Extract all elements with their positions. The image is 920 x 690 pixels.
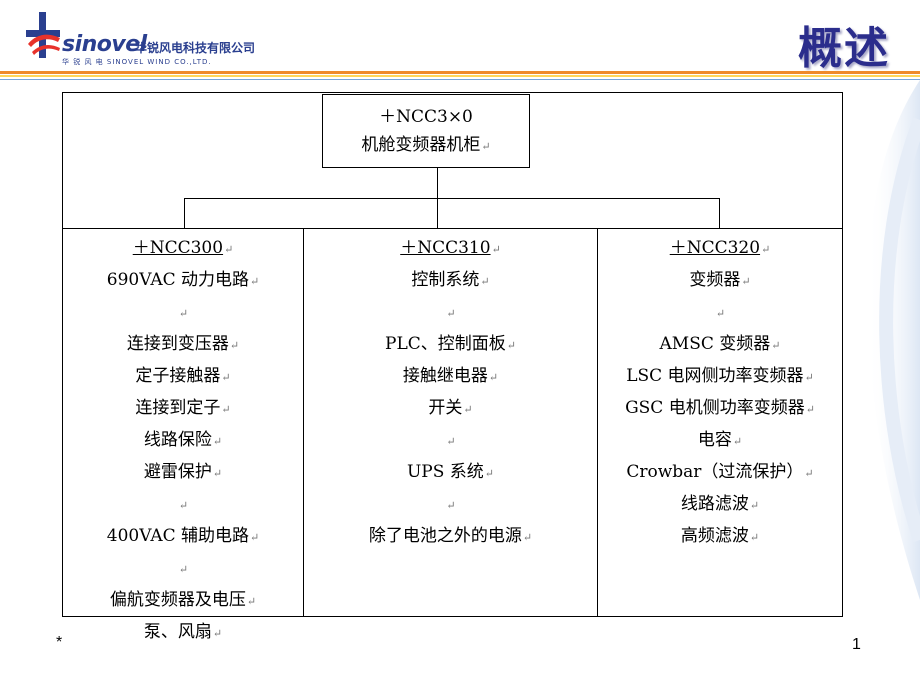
- column-item: 接触继电器↵: [402, 366, 499, 386]
- company-logo: sinovel 华锐风电科技有限公司 华 锐 风 电 SINOVEL WIND …: [22, 10, 282, 68]
- column-ncc310: ＋NCC310↵ 控制系统↵ ↵ PLC、控制面板↵ 接触继电器↵ 开关↵ ↵ UPS 系统↵…: [304, 228, 598, 617]
- column-item: 变频器↵: [689, 270, 751, 290]
- column-item: 线路保险↵: [143, 430, 223, 450]
- column-item: UPS 系统↵: [406, 462, 495, 482]
- root-node-ncc3x0: ＋NCC3×0 机舱变频器机柜↵: [322, 94, 530, 168]
- column-item: AMSC 变频器↵: [659, 334, 781, 354]
- header-divider-yellow: [0, 75, 920, 77]
- column-ncc320: ＋NCC320↵ 变频器↵ ↵ AMSC 变频器↵ LSC 电网侧功率变频器↵ GSC 电…: [598, 228, 843, 617]
- column-heading: ＋NCC300↵: [132, 238, 234, 258]
- column-item: ↵: [446, 307, 456, 320]
- column-heading: ＋NCC320↵: [669, 238, 771, 258]
- connector-horizontal: [184, 198, 719, 199]
- connector-col2: [437, 198, 438, 228]
- company-name-en: 华 锐 风 电 SINOVEL WIND CO.,LTD.: [62, 58, 212, 66]
- column-item: LSC 电网侧功率变频器↵: [626, 366, 814, 386]
- root-node-title: 机舱变频器机柜↵: [361, 135, 491, 155]
- column-heading: ＋NCC310↵: [400, 238, 501, 258]
- sinovel-logo-mark-icon: [26, 12, 60, 58]
- company-name-cn: 华锐风电科技有限公司: [135, 41, 256, 55]
- page-title: 概述: [798, 23, 890, 74]
- column-item: ↵: [446, 435, 456, 448]
- column-item: Crowbar（过流保护）↵: [626, 462, 814, 482]
- column-item: 泵、风扇↵: [143, 622, 223, 642]
- header-divider-blue: [0, 79, 920, 80]
- column-item: 线路滤波↵: [680, 494, 760, 514]
- column-item: 定子接触器↵: [135, 366, 231, 386]
- column-item: 高频滤波↵: [680, 526, 760, 546]
- column-item: 偏航变频器及电压↵: [109, 590, 257, 610]
- footer-marker: *: [56, 634, 63, 651]
- column-item: ↵: [178, 499, 189, 512]
- column-item: ↵: [178, 563, 189, 576]
- page-number: 1: [852, 636, 861, 653]
- connector-root-down: [437, 168, 438, 198]
- column-item: 控制系统↵: [411, 270, 490, 290]
- column-item: 开关↵: [428, 398, 473, 418]
- brand-name: sinovel: [62, 32, 147, 57]
- column-item: 除了电池之外的电源↵: [368, 526, 533, 546]
- column-item: 连接到变压器↵: [126, 334, 240, 354]
- column-ncc300: ＋NCC300↵ 690VAC 动力电路↵ ↵ 连接到变压器↵ 定子接触器↵ 连接到定子↵…: [62, 228, 304, 642]
- column-item: ↵: [715, 307, 726, 320]
- column-item: 690VAC 动力电路↵: [106, 270, 260, 290]
- column-item: ↵: [446, 499, 456, 512]
- root-node-code: ＋NCC3×0: [379, 107, 473, 127]
- column-item: PLC、控制面板↵: [385, 334, 516, 354]
- column-item: ↵: [178, 307, 189, 320]
- header-divider-orange: [0, 71, 920, 74]
- column-item: 电容↵: [697, 430, 743, 450]
- connector-col3: [719, 198, 720, 228]
- connector-col1: [184, 198, 185, 228]
- column-item: GSC 电机侧功率变频器↵: [625, 398, 815, 418]
- column-item: 连接到定子↵: [135, 398, 231, 418]
- column-item: 避雷保护↵: [143, 462, 223, 482]
- column-item: 400VAC 辅助电路↵: [106, 526, 260, 546]
